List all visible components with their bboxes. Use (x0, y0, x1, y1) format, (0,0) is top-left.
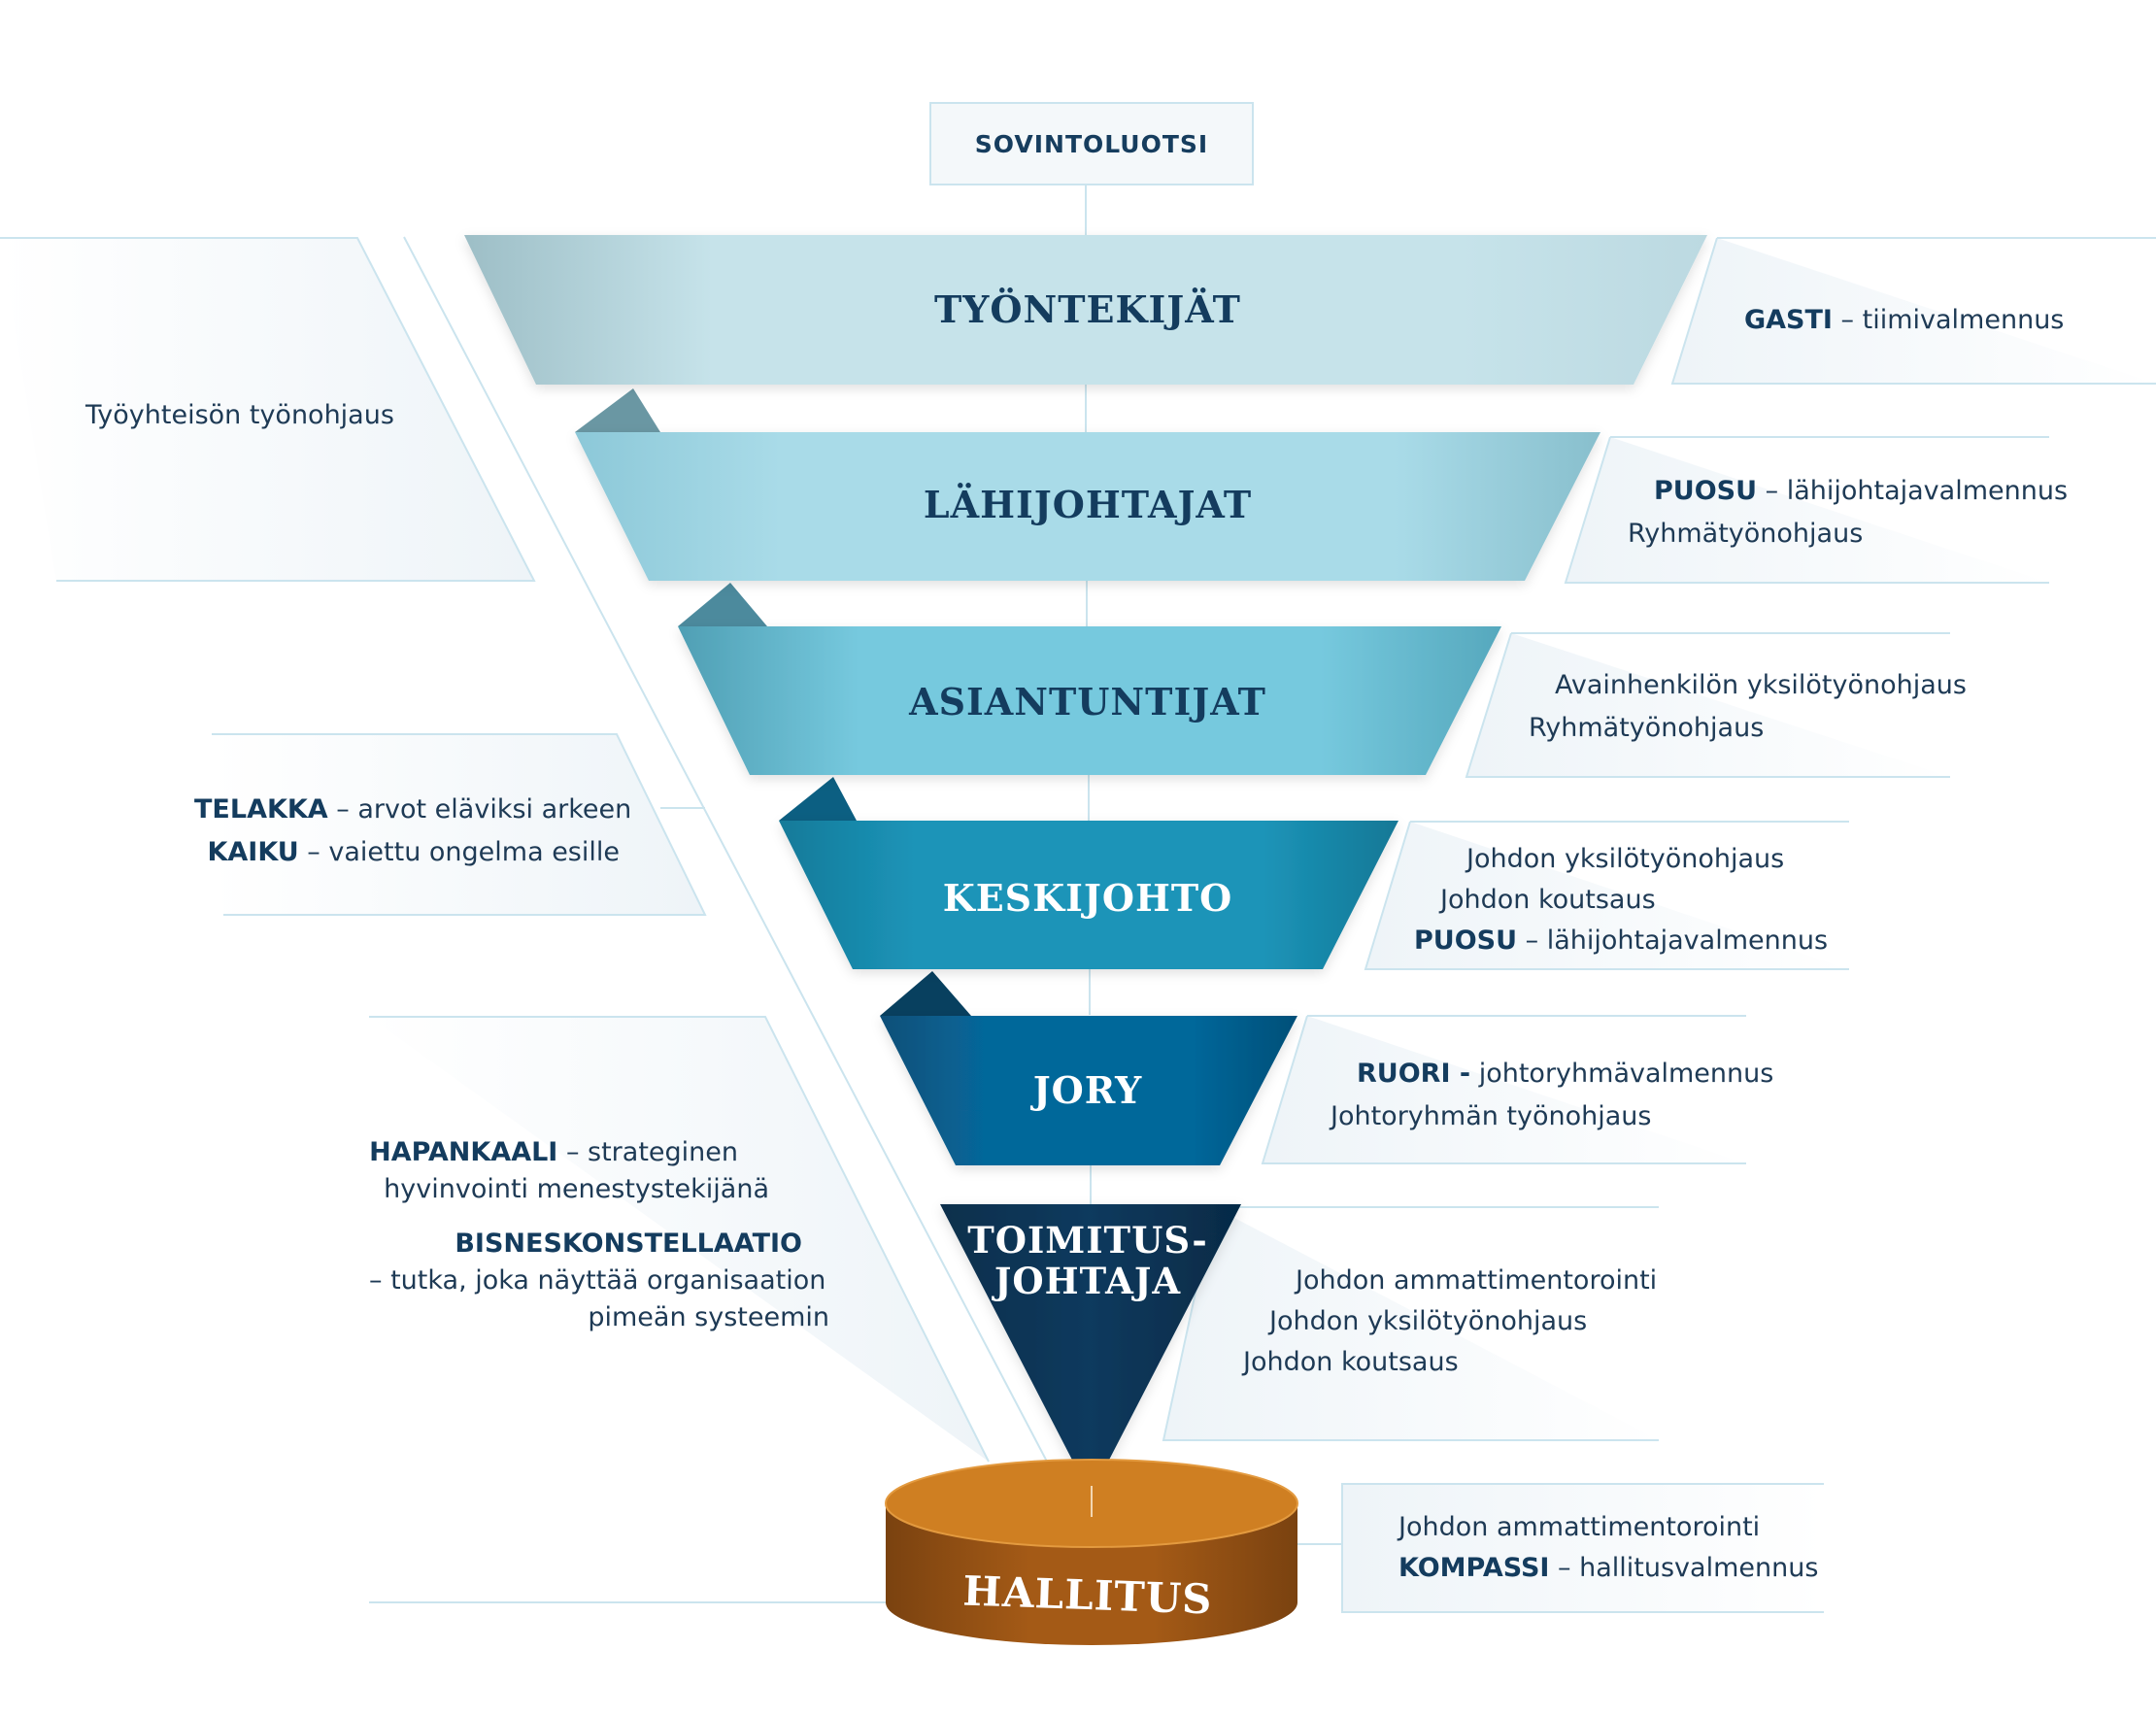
level-label-toimitus-line2: JOHTAJA (994, 1260, 1182, 1302)
right-box-4-text: Johdon yksilötyönohjaus Johdon koutsaus … (1414, 839, 1828, 961)
text-line: KOMPASSI – hallitusvalmennus (1398, 1553, 1819, 1583)
band-jory (880, 1016, 1297, 1165)
hallitus-cylinder (885, 1459, 1298, 1645)
band-toimitusjohtaja (940, 1204, 1241, 1496)
text-line: Johdon ammattimentorointi (1296, 1265, 1658, 1296)
level-label-asiantuntijat: ASIANTUNTIJAT (909, 680, 1266, 724)
text-line: KAIKU – vaiettu ongelma esille (207, 837, 620, 867)
text-line: Johdon koutsaus (1243, 1347, 1459, 1377)
text-line: – tutka, joka näyttää organisaation (369, 1265, 826, 1296)
right-box-7 (1341, 1483, 1824, 1613)
left-box-1 (0, 237, 536, 582)
right-box-1-text: GASTI – tiimivalmennus (1744, 299, 2064, 342)
text-line: pimeän systeemin (588, 1302, 829, 1332)
text-line: GASTI – tiimivalmennus (1744, 305, 2065, 335)
text-line: HAPANKAALI – strateginen (369, 1137, 738, 1167)
right-box-4 (1364, 821, 1849, 970)
left-box-2-text: TELAKKA – arvot eläviksi arkeen KAIKU – … (194, 789, 632, 874)
frame-boxes (0, 102, 2156, 1613)
text-line: Ryhmätyönohjaus (1628, 519, 1864, 549)
band-keskijohto (779, 821, 1398, 969)
left-box-1-text: Työyhteisön työnohjaus (85, 394, 394, 437)
text-line: Johdon ammattimentorointi (1398, 1512, 1761, 1542)
right-box-6-text: Johdon ammattimentorointi Johdon yksilöt… (1243, 1261, 1657, 1383)
band-asiantuntijat (678, 626, 1501, 775)
left-box-2 (212, 733, 707, 916)
right-box-2-text: PUOSU – lähijohtajavalmennus Ryhmätyönoh… (1628, 470, 2068, 556)
text-line: Avainhenkilön yksilötyönohjaus (1555, 670, 1967, 700)
level-label-lahijohtajat: LÄHIJOHTAJAT (923, 483, 1253, 526)
text-line: Työyhteisön työnohjaus (85, 400, 394, 430)
text-line: Ryhmätyönohjaus (1529, 713, 1765, 743)
right-box-7-text: Johdon ammattimentorointi KOMPASSI – hal… (1398, 1507, 1818, 1589)
top-box (929, 102, 1254, 185)
level-label-toimitusjohtaja: TOIMITUS- JOHTAJA (932, 1220, 1243, 1301)
band-lahijohtajat (575, 432, 1600, 581)
text-line: Johdon koutsaus (1440, 885, 1656, 915)
text-line: PUOSU – lähijohtajavalmennus (1654, 476, 2069, 506)
right-box-2 (1564, 436, 2049, 584)
text-line: Johtoryhmän työnohjaus (1331, 1101, 1652, 1131)
funnel-bands (464, 235, 1707, 1496)
right-box-5-text: RUORI - johtoryhmävalmennus Johtoryhmän … (1331, 1053, 1773, 1138)
right-box-5 (1261, 1015, 1746, 1164)
left-box-3-text: HAPANKAALI – strateginen hyvinvointi men… (369, 1134, 835, 1336)
right-box-1 (1670, 237, 2156, 385)
top-box-label: SOVINTOLUOTSI (974, 129, 1209, 158)
right-box-3-text: Avainhenkilön yksilötyönohjaus Ryhmätyön… (1529, 664, 1967, 750)
level-label-toimitus-line1: TOIMITUS- (967, 1219, 1208, 1262)
text-line: hyvinvointi menestystekijänä (384, 1174, 769, 1204)
level-label-tyontekijat: TYÖNTEKIJÄT (934, 287, 1241, 331)
text-line: PUOSU – lähijohtajavalmennus (1414, 926, 1829, 956)
level-label-jory: JORY (1032, 1068, 1143, 1112)
level-label-keskijohto: KESKIJOHTO (942, 876, 1233, 920)
text-line: TELAKKA – arvot eläviksi arkeen (194, 794, 632, 825)
right-box-3 (1465, 632, 1950, 778)
text-line: RUORI - johtoryhmävalmennus (1357, 1059, 1774, 1089)
text-line: BISNESKONSTELLAATIO (455, 1229, 802, 1259)
band-tyontekijat (464, 235, 1707, 385)
text-line: Johdon yksilötyönohjaus (1269, 1306, 1588, 1336)
text-line: Johdon yksilötyönohjaus (1466, 844, 1785, 874)
